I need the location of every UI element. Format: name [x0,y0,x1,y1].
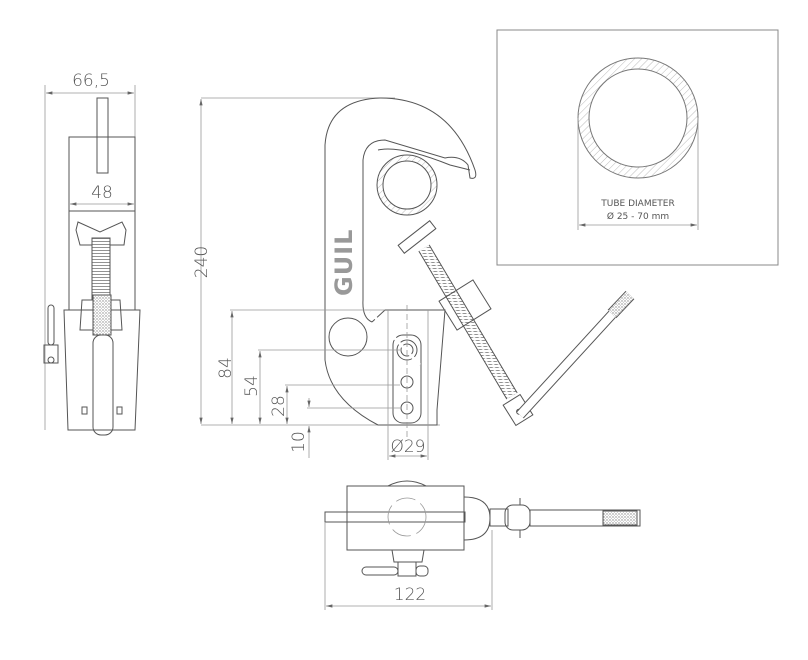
tube-diameter-range: Ø 25 - 70 mm [607,211,669,222]
dim-84-label: 84 [216,357,236,379]
tube-diameter-detail: TUBE DIAMETER Ø 25 - 70 mm [496,29,779,266]
tube-diameter-title: TUBE DIAMETER [600,199,674,209]
width-label: 66,5 [72,71,110,91]
length-label: 122 [394,585,426,605]
dim-10-label: 10 [289,431,309,453]
height-label: 240 [192,246,212,278]
v-knob [75,221,127,246]
top-view: 122 [324,480,641,610]
mounting-hole [328,317,368,357]
threaded-screw [91,237,111,301]
hole-diameter-label: Ø29 [390,437,425,457]
side-view: 240 GUIL 84 [192,97,635,460]
clamp-body [324,97,477,426]
inner-width-label: 48 [91,183,113,203]
dim-54-label: 54 [242,375,262,397]
guil-logo: GUIL [330,229,358,296]
front-view: 66,5 48 [43,71,141,436]
dim-28-label: 28 [269,395,289,417]
